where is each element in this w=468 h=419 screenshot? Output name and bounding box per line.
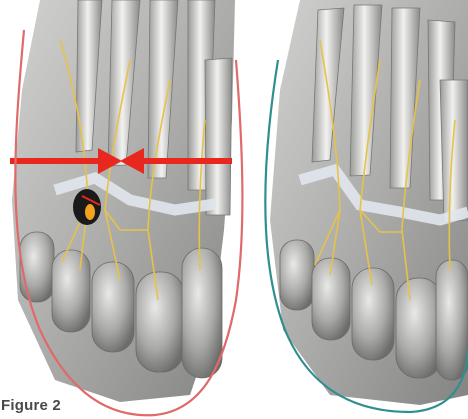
neuroma-lesion-icon — [73, 189, 101, 225]
left-foot-panel — [10, 0, 242, 415]
figure-caption: Figure 2 — [1, 397, 61, 414]
right-foot-panel — [265, 0, 468, 412]
